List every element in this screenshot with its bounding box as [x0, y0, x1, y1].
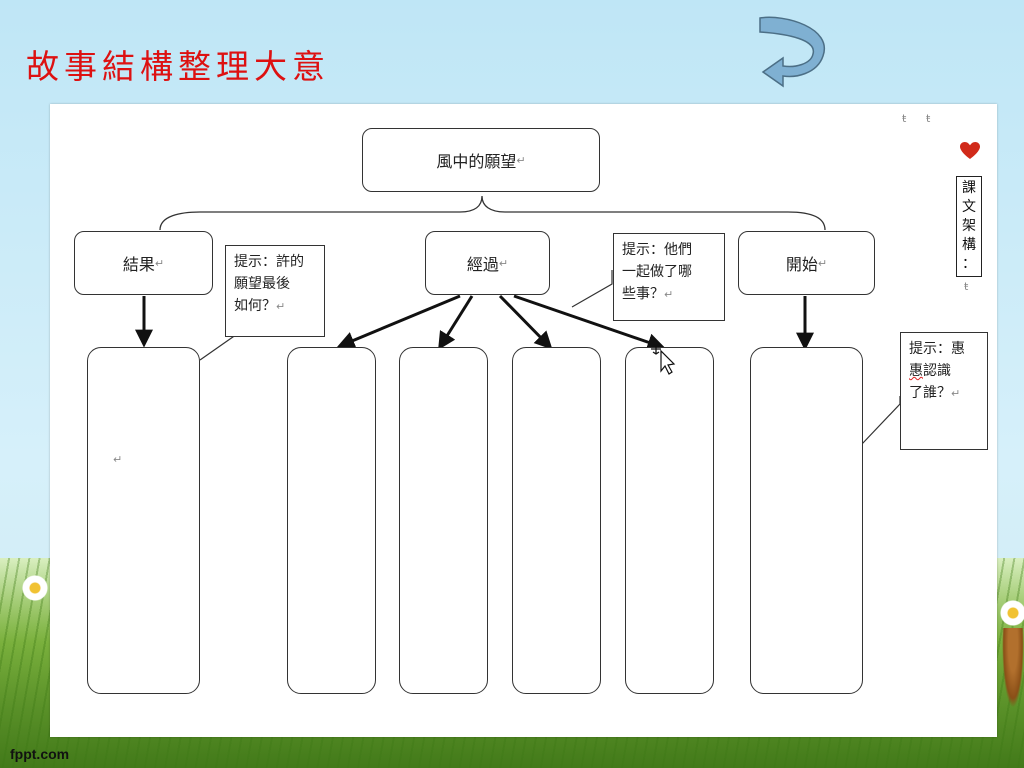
paragraph-mark: ↵: [817, 256, 828, 270]
answer-box-result[interactable]: ↵: [87, 347, 200, 694]
hint-line: 一起做了哪: [622, 264, 692, 280]
hint-line: 些事？↵: [622, 286, 674, 302]
paragraph-mark: ↵: [951, 387, 961, 400]
watermark: fppt.com: [10, 746, 70, 762]
arrow-process-1: [336, 294, 461, 349]
branch-start-label: 開始: [785, 255, 818, 274]
answer-box-process-4[interactable]: [625, 347, 714, 694]
root-label: 風中的願望: [436, 152, 517, 171]
tab-mark: ŧ: [964, 280, 969, 293]
tab-mark: ŧ: [902, 112, 907, 125]
move-cursor-icon: [651, 344, 676, 375]
paragraph-mark: ↵: [498, 256, 509, 270]
paragraph-mark: ↵: [276, 300, 286, 313]
paragraph-mark: ↵: [113, 453, 123, 466]
answer-box-process-3[interactable]: [512, 347, 601, 694]
paragraph-mark: ↵: [154, 256, 165, 270]
hint-line: 了誰？↵: [909, 385, 961, 401]
callout-tail-process: [571, 270, 613, 308]
curved-back-arrow-icon[interactable]: [755, 14, 830, 99]
heart-icon: [960, 142, 980, 159]
daisy-icon: [22, 575, 48, 601]
answer-box-start[interactable]: [750, 347, 863, 694]
tab-mark: ŧ: [926, 112, 931, 125]
story-structure-diagram: 風中的願望↵ 結果↵ 經過↵ 開始↵ 提示：許的 願望最後 如何？↵ 提示：他們…: [50, 104, 997, 737]
mushroom-decoration: [1002, 628, 1024, 708]
hint-name: 惠: [951, 341, 965, 357]
hint-line: 惠認識: [909, 363, 951, 379]
hint-line: 提示：許的: [234, 254, 304, 270]
hint-name-spellcheck: 惠: [909, 363, 923, 379]
root-node: 風中的願望↵: [362, 128, 600, 192]
arrow-process-3: [498, 294, 553, 350]
arrow-process-2: [438, 295, 474, 351]
slide-title: 故事結構整理大意: [26, 47, 330, 86]
branch-process-label: 經過: [466, 255, 499, 274]
branch-result: 結果↵: [74, 231, 213, 295]
daisy-icon: [1000, 600, 1024, 626]
callout-tail-start: [861, 396, 901, 445]
hint-line: 如何？↵: [234, 298, 286, 314]
branch-start: 開始↵: [738, 231, 875, 295]
hint-callout-process: 提示：他們 一起做了哪 些事？↵: [613, 233, 725, 321]
branch-result-label: 結果: [122, 255, 155, 274]
paragraph-mark: ↵: [516, 153, 526, 167]
answer-box-process-2[interactable]: [399, 347, 488, 694]
paragraph-mark: ↵: [664, 288, 674, 301]
answer-box-process-1[interactable]: [287, 347, 376, 694]
hint-callout-start: 提示：惠 惠認識 了誰？↵: [900, 332, 988, 450]
arrow-process-4: [513, 294, 666, 351]
hint-line: 願望最後: [234, 276, 290, 292]
hint-line: 提示：惠: [909, 341, 965, 357]
side-label-text-structure: 課 文 架 構 ：: [956, 176, 982, 277]
branch-process: 經過↵: [425, 231, 550, 295]
hint-callout-result: 提示：許的 願望最後 如何？↵: [225, 245, 325, 337]
hint-line: 提示：他們: [622, 242, 692, 258]
brace-connector: [159, 195, 826, 231]
